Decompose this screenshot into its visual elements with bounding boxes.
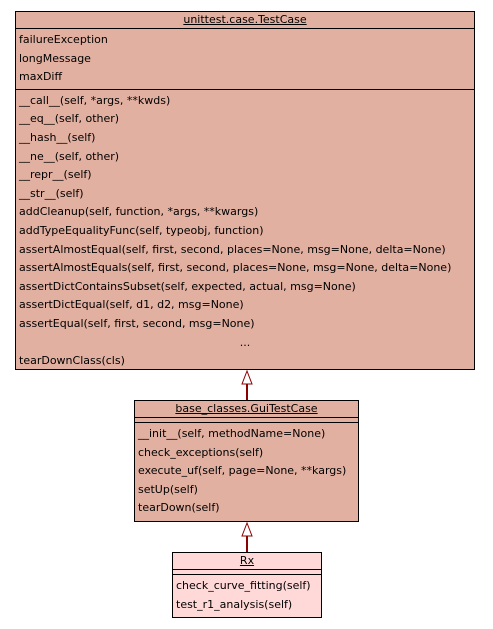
class-guitestcase-attributes xyxy=(135,418,358,423)
inheritance-edge-rx-to-guitestcase xyxy=(241,521,253,552)
operation: addTypeEqualityFunc(self, typeobj, funct… xyxy=(19,223,264,237)
class-guitestcase-title: base_classes.GuiTestCase xyxy=(135,401,358,418)
class-guitestcase-operations: __init__(self, methodName=None) check_ex… xyxy=(135,423,358,520)
attribute: longMessage xyxy=(19,51,91,65)
operation: __init__(self, methodName=None) xyxy=(138,427,326,440)
class-rx-operations: check_curve_fitting(self) test_r1_analys… xyxy=(173,575,321,616)
attribute: failureException xyxy=(19,33,108,46)
operation: __repr__(self) xyxy=(19,168,92,182)
class-testcase-title: unittest.case.TestCase xyxy=(16,12,474,29)
class-testcase[interactable]: unittest.case.TestCase failureException … xyxy=(15,11,475,370)
class-rx-title: Rx xyxy=(173,553,321,570)
operations-ellipsis: ... xyxy=(239,335,251,349)
attribute: maxDiff xyxy=(19,70,63,84)
class-rx[interactable]: Rx check_curve_fitting(self) test_r1_ana… xyxy=(172,552,322,618)
operation: __eq__(self, other) xyxy=(19,112,120,126)
operation: check_curve_fitting(self) xyxy=(176,579,311,592)
class-testcase-operations: __call__(self, *args, **kwds) __eq__(sel… xyxy=(16,90,474,373)
inheritance-edge-guitestcase-to-testcase xyxy=(241,369,253,400)
operation: addCleanup(self, function, *args, **kwar… xyxy=(19,205,259,219)
operation: check_exceptions(self) xyxy=(138,445,264,459)
class-rx-attributes xyxy=(173,570,321,575)
operation: setUp(self) xyxy=(138,482,198,496)
operation: assertEqual(self, first, second, msg=Non… xyxy=(19,316,255,330)
class-guitestcase[interactable]: base_classes.GuiTestCase __init__(self, … xyxy=(134,400,359,522)
operation: tearDownClass(cls) xyxy=(19,354,125,368)
operation: execute_uf(self, page=None, **kargs) xyxy=(138,464,347,478)
operation: test_r1_analysis(self) xyxy=(176,597,293,611)
operation: __call__(self, *args, **kwds) xyxy=(19,93,171,107)
operation: __hash__(self) xyxy=(19,130,96,144)
operation: assertAlmostEqual(self, first, second, p… xyxy=(19,242,446,256)
generalization-arrowhead xyxy=(241,521,253,537)
operation: __str__(self) xyxy=(19,186,84,200)
operation: assertAlmostEquals(self, first, second, … xyxy=(19,261,452,275)
operation: __ne__(self, other) xyxy=(19,149,120,163)
generalization-arrowhead xyxy=(241,369,253,385)
class-testcase-attributes: failureException longMessage maxDiff xyxy=(16,29,474,90)
operation: assertDictContainsSubset(self, expected,… xyxy=(19,279,356,293)
operation: tearDown(self) xyxy=(138,501,220,515)
operation: assertDictEqual(self, d1, d2, msg=None) xyxy=(19,298,244,312)
